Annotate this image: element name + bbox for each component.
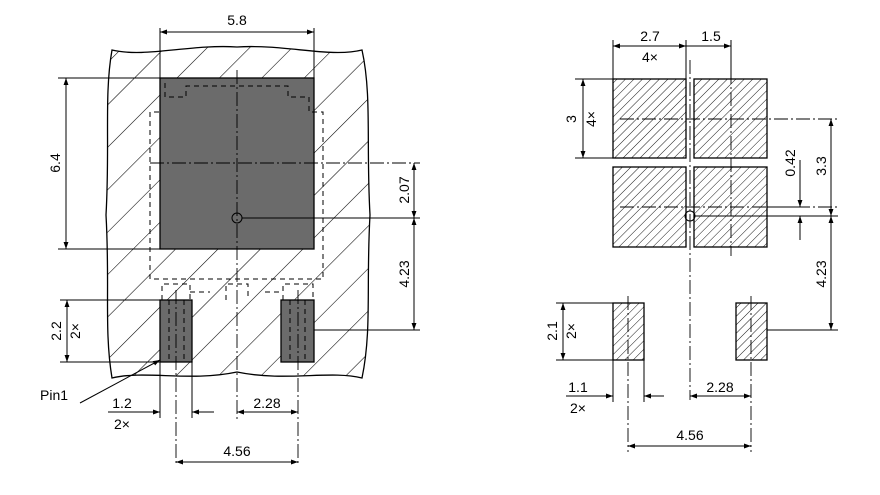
dim-center-offset: 2.07: [396, 176, 412, 203]
dim-pad-height-count: 4×: [583, 111, 599, 127]
dim-gap: 0.42: [782, 149, 798, 176]
package-outline: [149, 83, 324, 280]
dim-lead-width-count-right: 2×: [570, 400, 586, 416]
dim-pitch: 4.56: [223, 443, 250, 459]
dim-lead-length: 2.2: [48, 321, 64, 341]
right-view: 2.7 4× 1.5 3 4× 0.42 3.3 4.23 2.1 2× 1.1: [544, 28, 838, 452]
dim-width-top: 5.8: [227, 12, 247, 28]
dim-lead-width: 1.2: [112, 395, 132, 411]
land-lead-left: [612, 302, 645, 361]
dim-lead-width-count: 2×: [114, 416, 130, 432]
left-view: 5.8 6.4 2.07 4.23 2.2 2× Pin1 1.2 2× 2.2…: [40, 12, 420, 466]
pin1-label: Pin1: [40, 387, 68, 403]
dim-pad-height: 3: [563, 115, 579, 123]
dim-half-pitch-right: 2.28: [706, 379, 733, 395]
dim-pad-width: 2.7: [640, 28, 660, 44]
lead-pad-pin3: [280, 299, 315, 363]
land-pad-top-left: [612, 78, 687, 159]
dim-pad-width-count: 4×: [642, 49, 658, 65]
dim-center-to-leads: 4.23: [396, 260, 412, 287]
dim-lead-length-count: 2×: [67, 323, 83, 339]
land-lead-right: [735, 302, 768, 361]
dim-lead-length-right: 2.1: [544, 321, 560, 341]
dim-lead-length-count-right: 2×: [563, 323, 579, 339]
dim-height-left: 6.4: [47, 153, 63, 173]
dim-lead-width-right: 1.1: [568, 379, 588, 395]
dim-center-offset-right: 3.3: [813, 156, 829, 176]
lead-frame-outline: [161, 283, 314, 300]
dim-half-pitch: 2.28: [253, 395, 280, 411]
dim-pitch-right: 4.56: [676, 427, 703, 443]
dim-pad-width-small: 1.5: [701, 28, 721, 44]
dim-center-to-leads-right: 4.23: [813, 260, 829, 287]
land-pad-top-right: [693, 78, 768, 159]
